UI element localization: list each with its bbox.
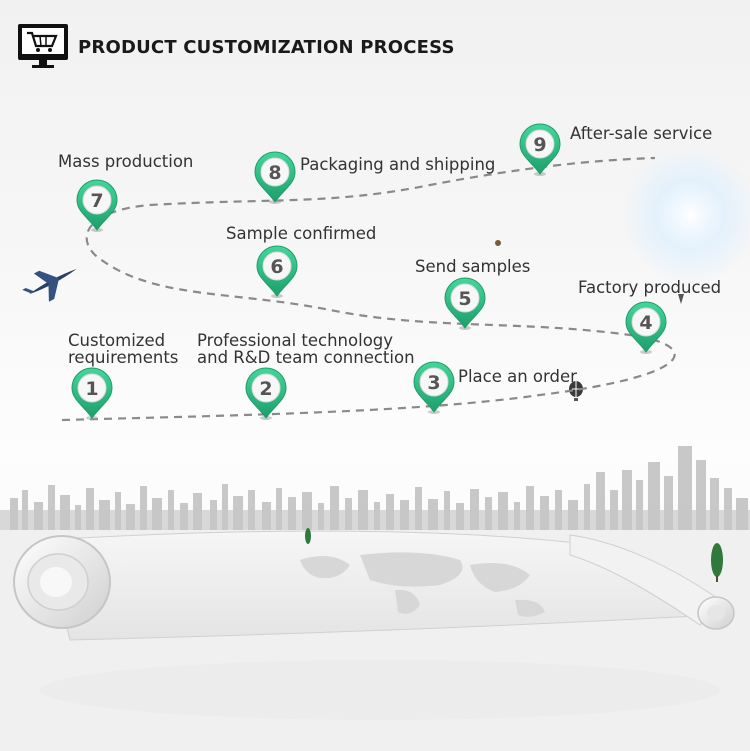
step-pin-1: 1 [71, 367, 113, 420]
step-label-line: requirements [68, 348, 179, 367]
step-pin-6: 6 [256, 245, 298, 298]
step-label-line: Packaging and shipping [300, 155, 496, 174]
step-number: 1 [85, 378, 98, 400]
city-skyline [0, 446, 750, 532]
step-number: 4 [639, 312, 652, 334]
step-number: 7 [90, 190, 103, 212]
step-pin-7: 7 [76, 179, 118, 232]
step-pin-3: 3 [413, 361, 455, 414]
step-pin-2: 2 [245, 367, 287, 420]
airplane-icon [22, 268, 77, 302]
step-label-line: and R&D team connection [197, 348, 415, 367]
step-label-3: Place an order [458, 368, 577, 385]
step-label-7: Mass production [58, 153, 193, 170]
step-label-line: Factory produced [578, 278, 722, 297]
step-pin-4: 4 [625, 301, 667, 354]
step-label-line: After-sale service [570, 124, 713, 143]
step-number: 5 [458, 288, 471, 310]
step-number: 6 [270, 256, 283, 278]
shopping-cart-monitor-icon [18, 24, 68, 68]
step-label-8: Packaging and shipping [300, 156, 495, 173]
step-pin-5: 5 [444, 277, 486, 330]
step-label-9: After-sale service [570, 125, 712, 142]
step-label-5: Send samples [415, 258, 530, 275]
header: PRODUCT CUSTOMIZATION PROCESS [78, 37, 455, 58]
tree-icon [305, 528, 723, 582]
world-map [300, 552, 545, 617]
step-pin-9: 9 [519, 123, 561, 176]
hot-air-balloon-icon [495, 240, 684, 401]
step-label-line: Send samples [415, 257, 531, 276]
step-pin-8: 8 [254, 151, 296, 204]
step-number: 8 [268, 162, 281, 184]
step-label-line: Sample confirmed [226, 224, 377, 243]
step-number: 2 [259, 378, 272, 400]
step-number: 9 [533, 134, 546, 156]
step-number: 3 [427, 372, 440, 394]
step-label-line: Customized [68, 331, 166, 350]
sun-glow [620, 145, 750, 285]
step-label-4: Factory produced [578, 279, 721, 296]
step-label-6: Sample confirmed [226, 225, 376, 242]
world-map-scroll [13, 530, 735, 720]
page-title: PRODUCT CUSTOMIZATION PROCESS [78, 37, 455, 58]
step-pins: 1 2 3 4 5 6 7 8 9 [71, 123, 667, 420]
step-label-line: Professional technology [197, 331, 394, 350]
step-label-line: Place an order [458, 367, 577, 386]
step-label-line: Mass production [58, 152, 194, 171]
